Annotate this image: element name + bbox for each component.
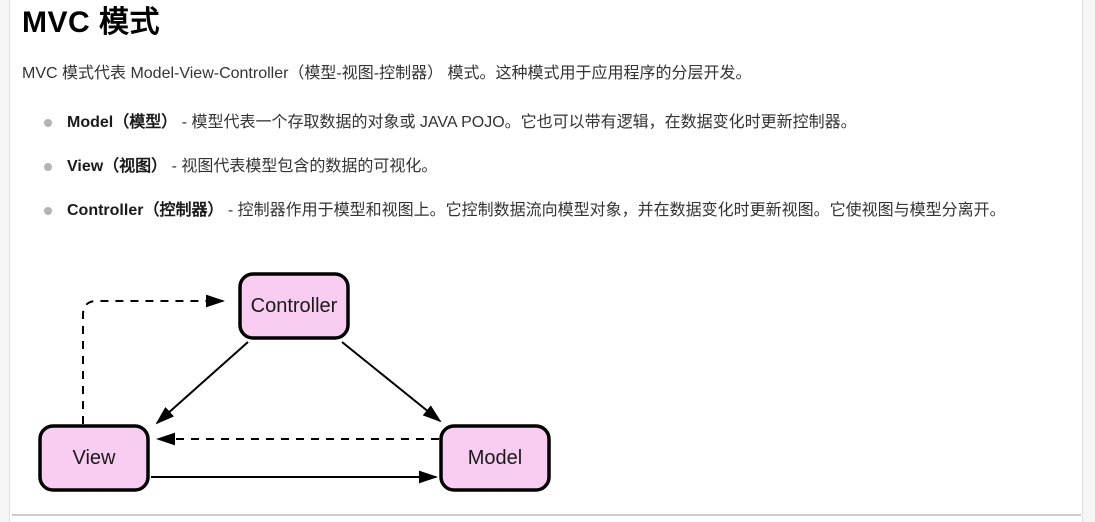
node-controller-label: Controller (251, 295, 338, 317)
list-term: View（视图） (67, 158, 168, 175)
list-item-view: View（视图） - 视图代表模型包含的数据的可视化。 (22, 155, 1072, 179)
list-term: Model（模型） (67, 114, 178, 131)
list-item-controller: Controller（控制器） - 控制器作用于模型和视图上。它控制数据流向模型… (22, 199, 1072, 223)
list-desc: - 视图代表模型包含的数据的可视化。 (171, 158, 438, 175)
bullet-dot (44, 207, 52, 215)
page-title: MVC 模式 (22, 6, 160, 39)
mvc-diagram: Controller View Model (10, 260, 570, 505)
edge-view-to-controller-dashed (82, 294, 225, 424)
edge-controller-to-model (341, 341, 442, 423)
bullet-dot (44, 163, 52, 171)
list-term: Controller（控制器） (67, 202, 224, 219)
node-controller (238, 272, 350, 340)
list-item-model: Model（模型） - 模型代表一个存取数据的对象或 JAVA POJO。它也可… (22, 111, 1072, 135)
node-view (38, 424, 150, 492)
node-view-label: View (73, 447, 117, 469)
article-content: MVC 模式 MVC 模式代表 Model-View-Controller（模型… (10, 0, 1083, 522)
node-model-label: Model (468, 447, 522, 469)
bottom-divider (12, 514, 1081, 516)
bullet-dot (44, 119, 52, 127)
node-model (439, 424, 551, 492)
page-right-margin (1082, 0, 1095, 522)
edge-controller-to-view (155, 341, 249, 425)
list-desc: - 模型代表一个存取数据的对象或 JAVA POJO。它也可以带有逻辑，在数据变… (181, 114, 857, 131)
intro-paragraph: MVC 模式代表 Model-View-Controller（模型-视图-控制器… (22, 65, 752, 82)
page-left-margin (0, 0, 10, 522)
mvc-definition-list: Model（模型） - 模型代表一个存取数据的对象或 JAVA POJO。它也可… (10, 111, 1083, 223)
list-desc: - 控制器作用于模型和视图上。它控制数据流向模型对象，并在数据变化时更新视图。它… (227, 202, 1006, 219)
